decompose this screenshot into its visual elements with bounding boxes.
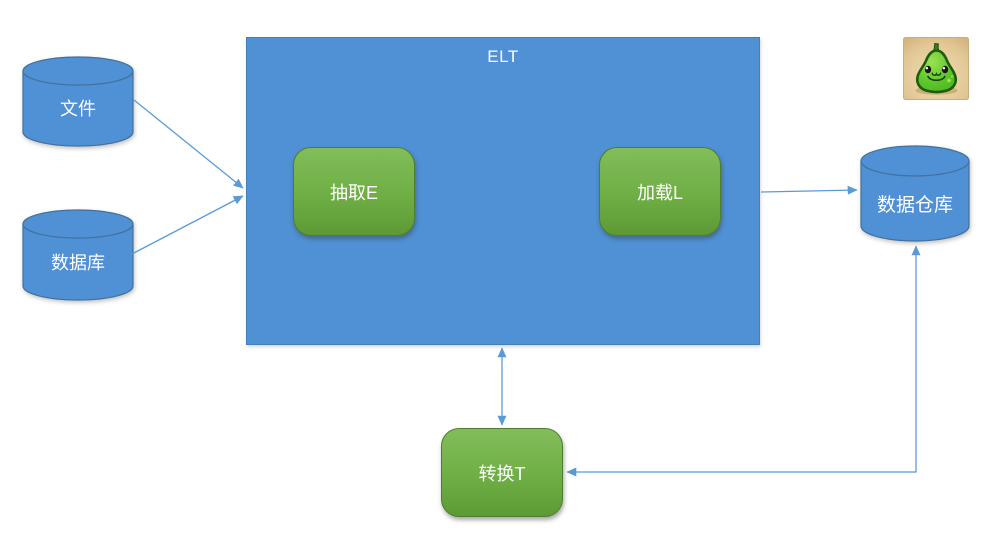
node-transform-box: 转换T [441,428,563,517]
node-file-cylinder: 文件 [22,56,134,147]
cylinder-shape [22,56,134,147]
node-database-cylinder: 数据库 [22,209,134,301]
connector-elt-to-warehouse [760,185,858,195]
node-extract-box: 抽取E [293,147,415,236]
node-warehouse-cylinder: 数据仓库 [860,145,970,242]
connector-file-to-elt [133,99,244,189]
node-extract-label: 抽取E [329,182,378,203]
node-load-box: 加载L [599,147,721,236]
cylinder-shape [22,209,134,301]
elt-container-label: ELT [487,47,519,66]
cylinder-shape [860,145,970,242]
pear-mascot-icon [903,37,969,100]
node-transform-label: 转换T [478,463,526,484]
node-load-label: 加载L [636,182,683,203]
connector-database-to-elt [131,195,244,255]
